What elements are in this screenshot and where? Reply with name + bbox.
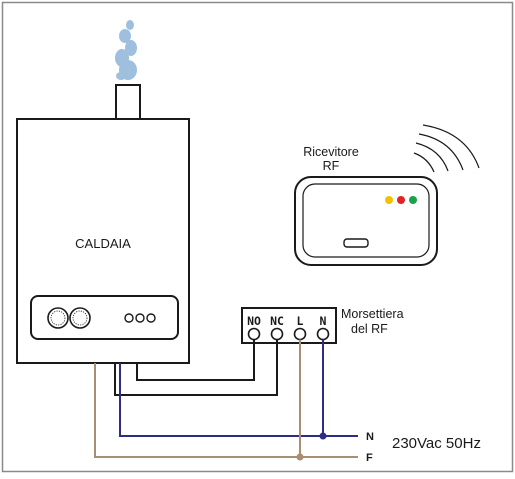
indicator-lights-icon (124, 313, 156, 323)
terminal-screw-n (316, 327, 330, 341)
terminal-block-label-line1: Morsettiera (341, 307, 404, 321)
terminal-label-nc: NC (270, 314, 284, 328)
receiver-title-line1: Ricevitore (303, 145, 359, 159)
receiver-button (343, 238, 369, 248)
mains-label-f: F (366, 452, 373, 464)
wire-nc (114, 339, 278, 396)
terminal-screw-no (247, 327, 261, 341)
receiver-title-line2: RF (323, 159, 340, 173)
rf-receiver (294, 176, 438, 266)
junction-neutral (319, 432, 327, 440)
boiler-label: CALDAIA (75, 236, 131, 251)
smoke-icon (115, 20, 137, 80)
knob-icon (69, 307, 91, 329)
wire-neutral (119, 363, 358, 437)
terminal-label-l: L (297, 314, 304, 328)
terminal-label-no: NO (247, 314, 261, 328)
terminal-block: NO NC L N (241, 307, 337, 344)
terminal-screw-nc (270, 327, 284, 341)
mains-label-n: N (366, 431, 374, 443)
signal-waves-icon (413, 124, 480, 173)
led-green (409, 196, 417, 204)
wire-phase (94, 363, 358, 458)
mains-supply-label: 230Vac 50Hz (392, 435, 481, 452)
led-red (397, 196, 405, 204)
chimney (115, 84, 141, 120)
boiler-control-panel (30, 295, 179, 340)
terminal-screw-l (293, 327, 307, 341)
junction-phase (296, 453, 304, 461)
terminal-label-n: N (320, 314, 327, 328)
knob-icon (47, 307, 69, 329)
terminal-block-label-line2: del RF (351, 322, 388, 336)
wire-no (136, 339, 255, 381)
led-yellow (385, 196, 393, 204)
